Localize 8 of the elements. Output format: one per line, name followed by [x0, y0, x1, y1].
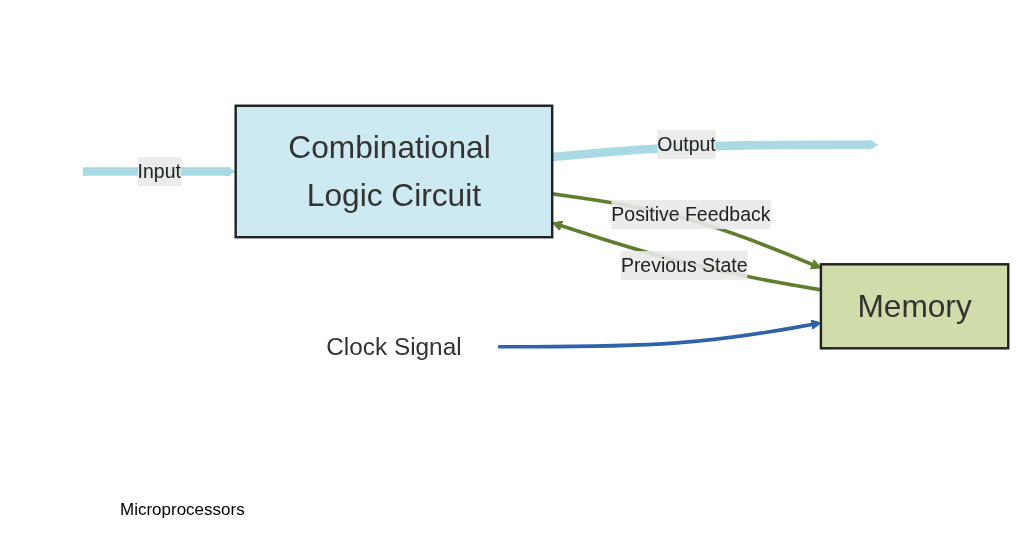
footer-text: Microprocessors	[120, 500, 245, 520]
edge-label: Output	[657, 134, 716, 155]
edge-label: Input	[137, 161, 181, 182]
edge-label: Previous State	[620, 255, 748, 276]
node-text: Clock Signal	[326, 333, 462, 361]
node-box: Combinational Logic Circuit	[234, 105, 554, 239]
edge-label: Positive Feedback	[611, 204, 771, 225]
node-box: Memory	[819, 263, 1010, 350]
